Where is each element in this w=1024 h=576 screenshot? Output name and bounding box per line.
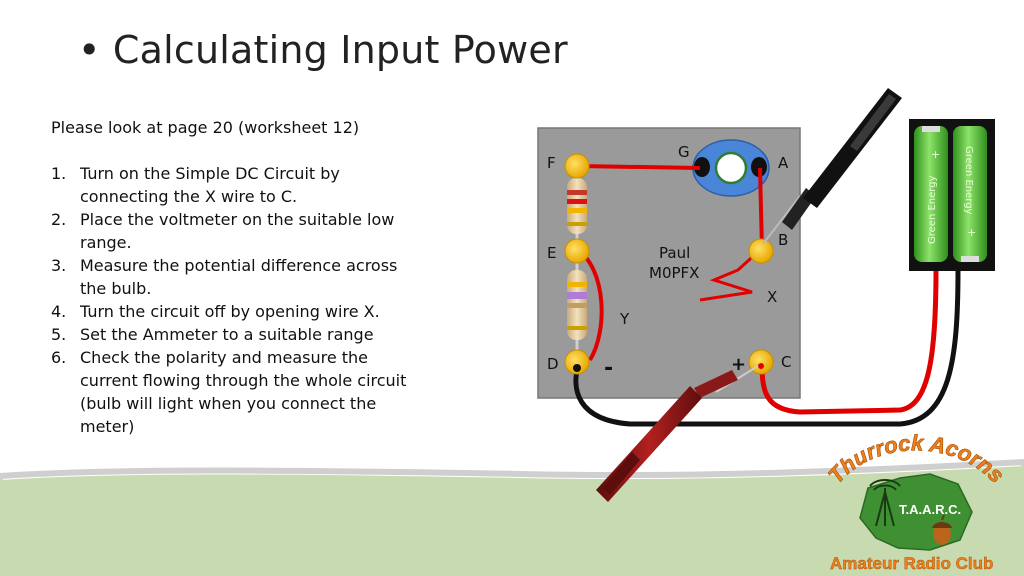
step-item: 3. Measure the potential difference acros… [51,254,411,300]
step-text: Set the Ammeter to a suitable range [80,325,374,344]
label-minus: - [604,356,613,381]
owner-name: Paul [659,244,690,262]
intro-text: Please look at page 20 (worksheet 12) [51,118,360,137]
logo-tagline: Amateur Radio Club [830,554,993,573]
acorn-icon [932,514,952,545]
resistor-2 [567,270,587,340]
step-item: 5. Set the Ammeter to a suitable range [51,323,411,346]
label-b: B [778,231,788,249]
label-f: F [547,154,556,172]
step-number: 5. [51,325,67,344]
steps-list: 1. Turn on the Simple DC Circuit by conne… [51,162,411,438]
terminal-d [564,349,590,375]
label-plus: + [731,354,746,375]
label-y: Y [619,310,630,328]
bulb-contact-left [694,157,710,177]
wire-c-to-battery-red [759,269,939,415]
battery-label-1: Green Energy [927,175,938,244]
step-item: 6. Check the polarity and measure the cur… [51,346,411,438]
step-text: Place the voltmeter on the suitable low … [80,210,395,252]
slide-title: • Calculating Input Power [78,28,568,72]
label-a: A [778,154,789,172]
step-item: 4. Turn the circuit off by opening wire X… [51,300,411,323]
wire-f-to-g [577,164,701,170]
battery-holder: + + Green Energy Green Energy [909,119,995,271]
antenna-icon [869,479,901,527]
step-number: 6. [51,348,67,367]
title-text: Calculating Input Power [112,28,568,72]
bulb-contact-right [751,157,767,177]
step-item: 2. Place the voltmeter on the suitable lo… [51,208,411,254]
title-bullet: • [78,28,101,72]
label-e: E [547,244,556,262]
battery-plus-2: + [967,226,976,239]
label-c: C [781,353,791,371]
step-text: Turn on the Simple DC Circuit by connect… [80,164,340,206]
label-d: D [547,355,559,373]
step-number: 1. [51,164,67,183]
label-x: X [767,288,777,306]
step-number: 4. [51,302,67,321]
step-text: Turn the circuit off by opening wire X. [80,302,380,321]
black-probe [762,88,902,245]
battery-plus-1: + [931,148,940,161]
red-probe [596,365,759,502]
terminal-e [564,238,590,264]
wire-a-to-b [758,167,764,251]
step-number: 3. [51,256,67,275]
resistor-1 [567,178,587,234]
wire-x [699,248,762,302]
terminal-b [748,238,774,264]
step-text: Check the polarity and measure the curre… [80,348,407,436]
label-g: G [678,143,690,161]
terminal-f [564,153,590,179]
bulb [714,151,748,185]
wire-d-to-battery-black [573,269,961,427]
logo-initials: T.A.A.R.C. [899,502,961,517]
step-item: 1. Turn on the Simple DC Circuit by conne… [51,162,411,208]
owner-callsign: M0PFX [649,264,699,282]
step-number: 2. [51,210,67,229]
battery-label-2: Green Energy [963,146,974,215]
step-text: Measure the potential difference across … [80,256,398,298]
